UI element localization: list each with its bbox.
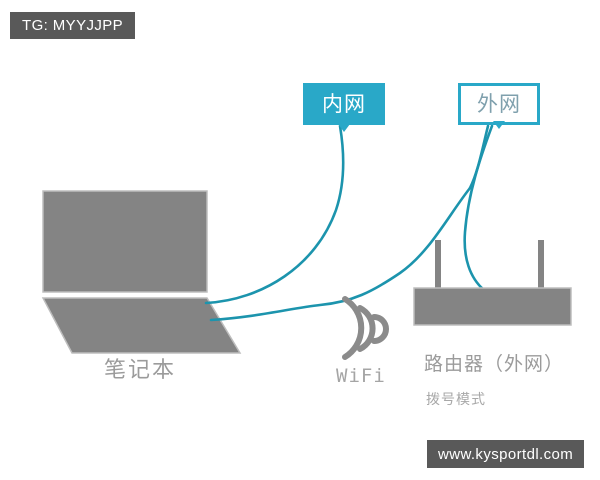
callout-intranet[interactable]: 内网 [303,83,385,132]
router-body [413,287,572,326]
laptop-caption: 笔记本 [104,357,177,382]
router-antenna-right [538,240,544,290]
callout-extranet-label: 外网 [477,92,521,116]
connector-laptop-to-intranet [204,124,345,305]
router-subcaption: 拨号模式 [426,391,486,407]
connector-branch-to-extranet [468,124,490,190]
callout-intranet-label: 内网 [322,92,366,116]
watermark-top-left: TG: MYYJJPP [10,12,136,39]
router-caption: 路由器（外网） [424,354,565,375]
callout-extranet[interactable]: 外网 [458,83,540,129]
connector-laptop-to-router [209,186,472,322]
router-antenna-left [435,240,441,290]
wifi-waves-icon [342,296,389,360]
laptop-base [41,297,242,354]
wifi-caption: WiFi [336,365,386,387]
laptop-screen [42,190,208,293]
watermark-bottom-right: www.kysportdl.com [427,440,585,468]
connector-extranet-to-router [463,124,494,292]
